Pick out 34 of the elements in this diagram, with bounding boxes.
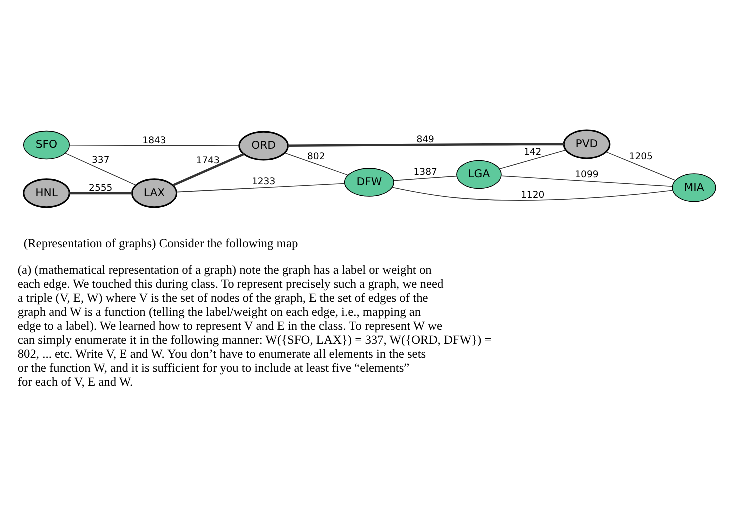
edge-label: 802 bbox=[307, 151, 326, 162]
node-ellipse: LGA bbox=[456, 160, 502, 189]
edge-label: 2555 bbox=[89, 182, 113, 194]
node-ellipse: HNL bbox=[23, 178, 70, 208]
node-ellipse: MIA bbox=[672, 173, 716, 202]
node-ellipse: LAX bbox=[131, 178, 178, 208]
edge-label: 1387 bbox=[414, 166, 438, 178]
edge-label: 1099 bbox=[575, 169, 599, 180]
edge-label: 337 bbox=[92, 154, 110, 166]
edge-label: 1233 bbox=[252, 176, 276, 188]
connector bbox=[499, 149, 567, 170]
connector bbox=[69, 144, 240, 146]
edge-label: 1743 bbox=[196, 155, 220, 166]
node-ellipse: SFO bbox=[23, 130, 70, 160]
connector bbox=[394, 175, 458, 181]
connector bbox=[606, 151, 676, 181]
connector bbox=[284, 152, 348, 176]
node-ellipse: PVD bbox=[563, 129, 611, 159]
edge-label: 1205 bbox=[629, 151, 653, 162]
connector bbox=[501, 175, 673, 187]
edge-label: 1843 bbox=[142, 134, 166, 146]
edge-label: 1120 bbox=[521, 189, 545, 200]
edge-label: 142 bbox=[524, 146, 542, 158]
diagram-title: (Representation of graphs) Consider the following map bbox=[24, 236, 298, 250]
connector bbox=[172, 152, 245, 186]
connector bbox=[288, 142, 564, 147]
node-ellipse: DFW bbox=[344, 168, 394, 196]
connector bbox=[392, 186, 674, 200]
edge-label: 849 bbox=[416, 134, 434, 146]
connector bbox=[176, 182, 346, 192]
connector bbox=[70, 192, 132, 194]
connector bbox=[64, 152, 136, 186]
node-ellipse: ORD bbox=[238, 130, 289, 160]
caption: (a) (mathematical representation of a graph) note the graph has a label or weight on each edge. We touched this during class. To represent precisely such a graph, we need a triple (V, E, W) where V is the set of nodes of the graph, E the set of edges of the graph and W is a function (telling the label/weight on each edge, i.e., mapping an edge to a label). We learned how to represent V and E in the class. To represent W we can simply enumerate it in the following manner: W({SFO, LAX}) = 337, W({ORD, DFW}) = 802, ... etc. Write V, E and W. You don’t have to enumerate all elements in the sets or the function W, and it is sufficient for you to include at least five “elements” for each of V, E and W. bbox=[18, 262, 492, 388]
